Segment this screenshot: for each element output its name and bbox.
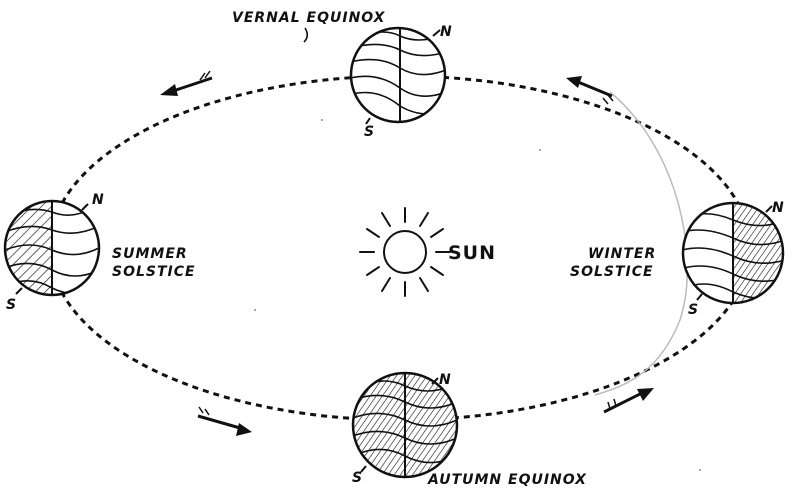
winter-north-label: N	[772, 200, 785, 216]
winter-solstice-label-line1: WINTER	[588, 246, 656, 262]
autumn-equinox-label: AUTUMN EQUINOX	[427, 472, 587, 488]
arrow-top-right	[566, 76, 614, 105]
vernal-north-label: N	[440, 24, 453, 40]
faint-guide-line	[594, 91, 689, 396]
sun-disc	[383, 230, 427, 274]
earth-summer-solstice: N S	[3, 192, 105, 313]
summer-solstice-label-line2: SOLSTICE	[112, 264, 196, 280]
summer-south-label: S	[6, 297, 17, 313]
winter-south-label: S	[688, 302, 699, 318]
winter-solstice-label-line2: SOLSTICE	[570, 264, 654, 280]
vernal-equinox-label: VERNAL EQUINOX	[232, 10, 386, 26]
earth-vernal-equinox: N S	[349, 24, 453, 140]
summer-solstice-label-line1: SUMMER	[112, 246, 188, 262]
sun-label: SUN	[448, 242, 496, 264]
autumn-south-label: S	[352, 470, 363, 486]
arrow-bottom-right	[603, 388, 654, 414]
sun: SUN	[359, 207, 496, 297]
arrow-bottom-left	[197, 406, 252, 436]
arrow-top-left	[160, 70, 213, 96]
summer-north-label: N	[92, 192, 105, 208]
vernal-south-label: S	[364, 124, 375, 140]
earth-winter-solstice: N S	[681, 200, 785, 318]
autumn-north-label: N	[439, 372, 452, 388]
sun-rays-icon	[359, 207, 451, 297]
vernal-pointer	[303, 27, 309, 43]
earth-autumn-equinox: N S	[351, 371, 459, 486]
